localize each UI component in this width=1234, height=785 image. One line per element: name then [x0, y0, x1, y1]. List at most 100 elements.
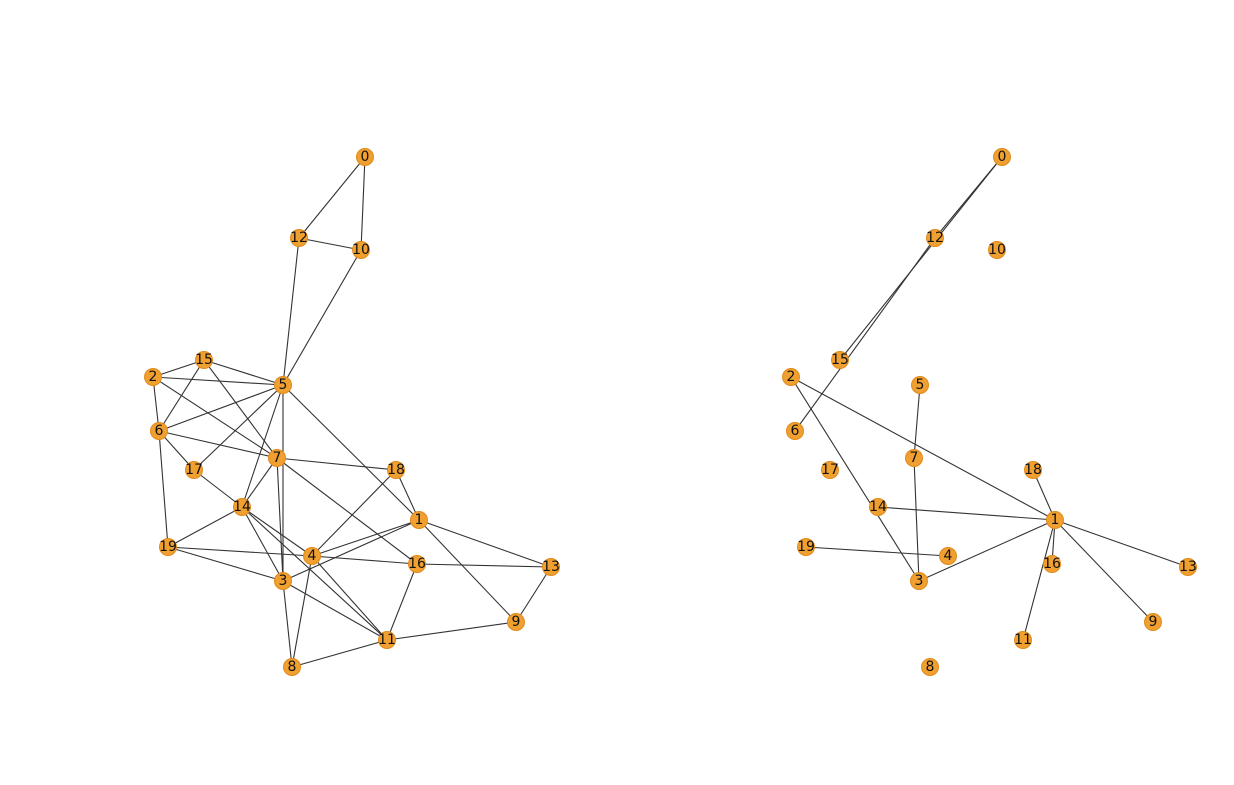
- node-circle: [939, 547, 957, 565]
- node-label: 6: [155, 423, 164, 439]
- edge-2-7: [152, 376, 278, 459]
- node-18: 18: [1024, 461, 1042, 479]
- node-12: 12: [926, 229, 944, 247]
- edge-14-1: [877, 506, 1056, 521]
- node-10: 10: [352, 241, 370, 259]
- node-15: 15: [831, 351, 849, 369]
- node-label: 14: [869, 499, 887, 515]
- edge-7-18: [276, 457, 397, 471]
- node-10: 10: [988, 241, 1006, 259]
- node-16: 16: [408, 555, 426, 573]
- node-label: 19: [159, 539, 177, 555]
- node-label: 18: [1024, 462, 1042, 478]
- edge-2-6: [152, 376, 160, 432]
- edge-5-14: [241, 384, 284, 508]
- node-circle: [150, 422, 168, 440]
- node-5: 5: [911, 376, 929, 394]
- node-circle: [926, 229, 944, 247]
- node-6: 6: [150, 422, 168, 440]
- node-circle: [185, 461, 203, 479]
- node-circle: [782, 368, 800, 386]
- edge-14-19: [167, 506, 243, 548]
- node-19: 19: [159, 538, 177, 556]
- node-14: 14: [869, 498, 887, 516]
- node-label: 7: [273, 450, 282, 466]
- edge-5-17: [193, 384, 284, 471]
- node-2: 2: [144, 368, 162, 386]
- node-16: 16: [1043, 555, 1061, 573]
- edge-6-19: [158, 430, 169, 548]
- node-circle: [195, 351, 213, 369]
- node-label: 5: [279, 377, 288, 393]
- node-circle: [303, 547, 321, 565]
- edge-12-10: [298, 237, 362, 251]
- node-label: 11: [1014, 632, 1032, 648]
- edge-1-9: [418, 519, 517, 623]
- edge-18-1: [1032, 469, 1056, 521]
- node-3: 3: [910, 572, 928, 590]
- edge-13-9: [515, 566, 552, 623]
- node-label: 0: [998, 149, 1007, 165]
- node-circle: [290, 229, 308, 247]
- node-label: 1: [1051, 512, 1060, 528]
- node-circle: [1014, 631, 1032, 649]
- node-label: 8: [926, 659, 935, 675]
- node-circle: [921, 658, 939, 676]
- edge-15-7: [203, 359, 278, 459]
- edge-5-6: [158, 384, 284, 432]
- node-13: 13: [1179, 558, 1197, 576]
- edge-1-9: [1054, 519, 1154, 623]
- node-circle: [869, 498, 887, 516]
- node-label: 9: [1149, 614, 1158, 630]
- edge-1-3: [282, 519, 420, 582]
- node-6: 6: [786, 422, 804, 440]
- node-label: 15: [195, 352, 213, 368]
- node-circle: [410, 511, 428, 529]
- edge-4-16: [311, 555, 418, 565]
- node-circle: [821, 461, 839, 479]
- edge-19-4: [805, 546, 949, 557]
- edge-12-6: [794, 237, 936, 432]
- node-8: 8: [921, 658, 939, 676]
- node-label: 14: [233, 499, 251, 515]
- sub-graph-edges: [790, 156, 1189, 641]
- edge-17-14: [193, 469, 243, 508]
- node-15: 15: [195, 351, 213, 369]
- node-label: 3: [279, 573, 288, 589]
- node-circle: [988, 241, 1006, 259]
- node-circle: [352, 241, 370, 259]
- edge-12-5: [282, 237, 300, 386]
- edge-5-1: [282, 384, 420, 521]
- edge-1-4: [311, 519, 420, 557]
- edge-2-3: [790, 376, 920, 582]
- node-circle: [356, 148, 374, 166]
- edge-3-8: [282, 580, 293, 668]
- node-circle: [542, 558, 560, 576]
- node-11: 11: [378, 631, 396, 649]
- node-circle: [1046, 511, 1064, 529]
- node-circle: [507, 613, 525, 631]
- edge-6-7: [158, 430, 278, 459]
- node-13: 13: [542, 558, 560, 576]
- edge-1-13: [1054, 519, 1189, 568]
- node-label: 13: [542, 559, 560, 575]
- edge-7-16: [276, 457, 418, 565]
- node-3: 3: [274, 572, 292, 590]
- node-circle: [387, 461, 405, 479]
- node-circle: [1144, 613, 1162, 631]
- node-9: 9: [507, 613, 525, 631]
- edge-4-11: [311, 555, 388, 641]
- edge-7-3: [913, 457, 920, 582]
- node-8: 8: [283, 658, 301, 676]
- node-0: 0: [993, 148, 1011, 166]
- node-circle: [786, 422, 804, 440]
- edge-5-7: [913, 384, 921, 459]
- node-label: 10: [352, 242, 370, 258]
- node-19: 19: [797, 538, 815, 556]
- edge-3-11: [282, 580, 388, 641]
- node-label: 4: [308, 548, 317, 564]
